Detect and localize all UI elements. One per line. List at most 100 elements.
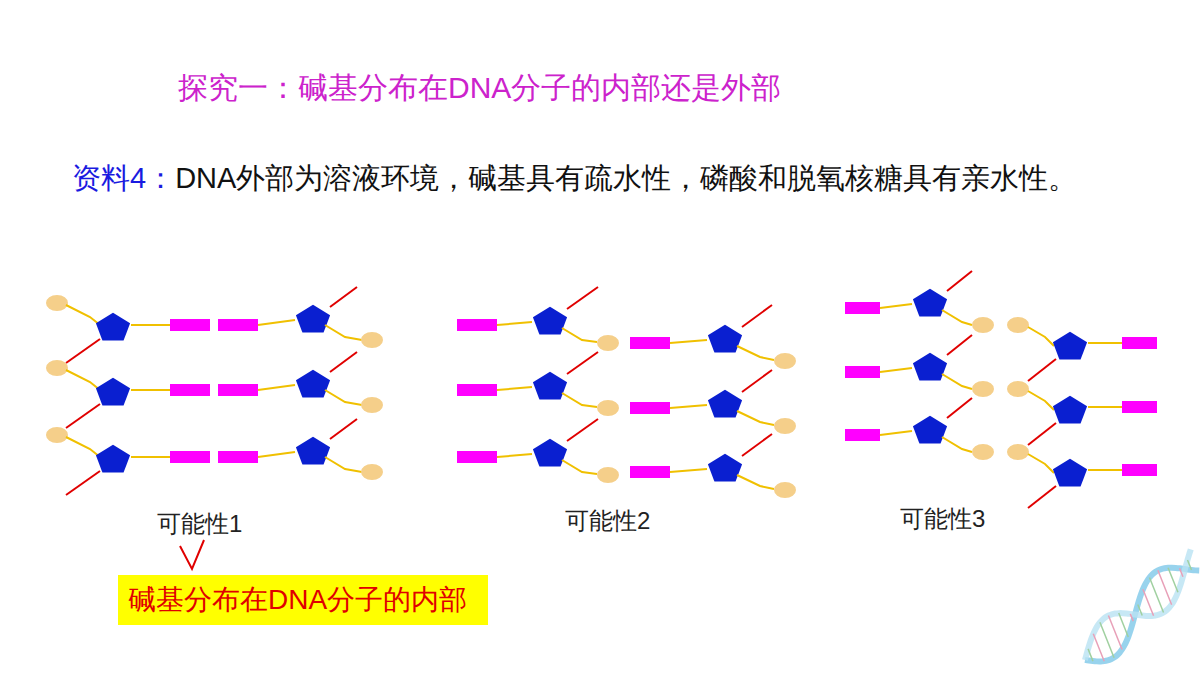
material-tag: 资料4：	[72, 162, 175, 194]
material-text: DNA外部为溶液环境，碱基具有疏水性，磷酸和脱氧核糖具有亲水性。	[175, 162, 1077, 194]
bond-line	[258, 385, 295, 390]
backbone-bond	[66, 339, 100, 363]
check-mark	[180, 540, 204, 569]
backbone-bond	[1028, 423, 1056, 445]
backbone-bond	[1028, 359, 1056, 381]
bond-line	[497, 387, 532, 390]
bond-line	[497, 454, 532, 457]
phosphate	[46, 360, 68, 376]
base	[1122, 401, 1157, 413]
deoxyribose	[1053, 332, 1087, 360]
backbone-bond	[330, 287, 357, 307]
base	[218, 384, 258, 396]
deoxyribose	[913, 289, 947, 317]
backbone-bond	[742, 370, 772, 392]
bond-line	[670, 340, 707, 343]
bond-line	[1088, 469, 1122, 471]
base	[218, 451, 258, 463]
backbone-bond	[567, 287, 598, 309]
bond-line	[131, 324, 170, 326]
conclusion-box: 碱基分布在DNA分子的内部	[118, 575, 488, 625]
bond-line	[1088, 406, 1122, 408]
base	[170, 319, 210, 331]
base	[1122, 337, 1157, 349]
backbone-bond	[742, 305, 772, 327]
phosphate	[361, 397, 383, 413]
bond-line	[1028, 391, 1054, 410]
bond-line	[670, 469, 707, 472]
phosphate	[1007, 444, 1029, 460]
base	[630, 466, 670, 478]
backbone-bond	[567, 352, 598, 374]
phosphate	[1007, 317, 1029, 333]
bond-line	[562, 328, 597, 342]
bond-line	[737, 411, 774, 425]
bond-line	[66, 437, 100, 457]
conclusion-text: 碱基分布在DNA分子的内部	[118, 581, 467, 619]
phosphate	[774, 482, 796, 498]
base	[845, 366, 880, 378]
phosphate	[972, 317, 994, 333]
bond-line	[131, 456, 170, 458]
possibility-label: 可能性2	[565, 505, 650, 537]
base	[457, 319, 497, 331]
backbone-bond	[742, 434, 772, 456]
deoxyribose	[96, 313, 130, 341]
bond-line	[325, 457, 362, 472]
base	[170, 384, 210, 396]
helix-rung	[1138, 604, 1142, 615]
bond-line	[325, 325, 362, 340]
helix-rung	[1187, 560, 1191, 570]
phosphate	[1007, 381, 1029, 397]
phosphate	[46, 295, 68, 311]
bond-line	[670, 405, 707, 408]
deoxyribose	[1053, 459, 1087, 487]
helix-rung	[1168, 568, 1178, 593]
deoxyribose	[913, 353, 947, 381]
deoxyribose	[296, 437, 330, 465]
material-paragraph: 资料4：DNA外部为溶液环境，碱基具有疏水性，磷酸和脱氧核糖具有亲水性。	[72, 160, 1132, 198]
helix-rung	[1143, 589, 1154, 616]
bond-line	[258, 452, 295, 457]
backbone-bond	[1028, 486, 1056, 508]
deoxyribose	[533, 439, 567, 467]
bond-line	[1028, 454, 1054, 473]
helix-rung	[1100, 622, 1114, 657]
deoxyribose	[708, 390, 742, 418]
base	[630, 337, 670, 349]
helix-rung	[1119, 613, 1129, 637]
helix-rung	[1180, 568, 1183, 576]
base	[457, 451, 497, 463]
bond-line	[562, 460, 597, 474]
slide-title: 探究一：碱基分布在DNA分子的内部还是外部	[178, 68, 781, 109]
bond-line	[66, 305, 100, 325]
phosphate	[597, 467, 619, 483]
helix-rung	[1108, 615, 1122, 649]
phosphate	[972, 381, 994, 397]
deoxyribose	[708, 454, 742, 482]
bond-line	[880, 368, 912, 372]
deoxyribose	[96, 378, 130, 406]
base	[457, 384, 497, 396]
bond-line	[66, 370, 100, 390]
deoxyribose	[296, 370, 330, 398]
possibility-label: 可能性3	[900, 503, 985, 535]
deoxyribose	[533, 307, 567, 335]
helix-rung	[1093, 634, 1104, 661]
backbone-bond	[567, 419, 598, 441]
bond-line	[258, 320, 295, 325]
backbone-bond	[947, 398, 972, 418]
backbone-bond	[947, 335, 972, 355]
phosphate	[361, 332, 383, 348]
deoxyribose	[533, 372, 567, 400]
phosphate	[597, 400, 619, 416]
phosphate	[361, 464, 383, 480]
bond-line	[737, 475, 774, 489]
backbone-bond	[66, 404, 100, 428]
backbone-bond	[330, 352, 357, 372]
phosphate	[774, 418, 796, 434]
helix-rung	[1149, 577, 1163, 612]
bond-line	[942, 437, 972, 452]
bond-line	[131, 389, 170, 391]
bond-line	[562, 393, 597, 407]
